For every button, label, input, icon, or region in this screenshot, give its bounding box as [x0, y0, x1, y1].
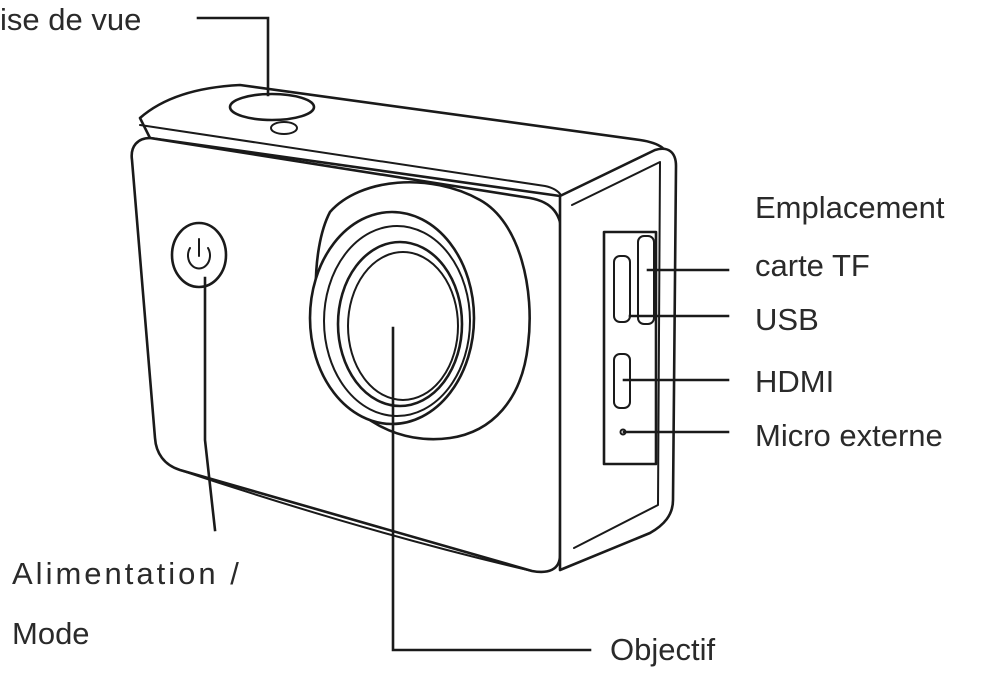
- label-power-mode-line2: Mode: [12, 616, 90, 651]
- power-icon: [187, 238, 211, 270]
- leader-lens: [391, 326, 592, 652]
- shutter-button: [228, 92, 316, 135]
- camera-bottom-edge: [179, 469, 533, 572]
- leader-lines: [196, 16, 730, 652]
- label-tf-slot-line2: carte TF: [755, 248, 870, 283]
- label-lens: Objectif: [610, 632, 715, 667]
- usb-port: [613, 255, 631, 323]
- tf-card-slot: [637, 235, 655, 325]
- power-button: [170, 221, 228, 289]
- lens-assembly: [308, 180, 531, 441]
- shutter-led: [270, 121, 298, 135]
- leader-power: [203, 276, 217, 532]
- lens-middle-ring: [323, 225, 471, 417]
- camera-side-inner-edge: [571, 161, 661, 549]
- labels: ise de vue Emplacement carte TF USB HDMI…: [0, 2, 945, 667]
- lens-inner-ring: [347, 251, 459, 401]
- label-power-mode-line1: Alimentation /: [12, 556, 242, 591]
- label-shutter: ise de vue: [0, 2, 141, 37]
- leader-shutter: [196, 16, 270, 97]
- label-external-mic: Micro externe: [755, 418, 943, 453]
- label-usb: USB: [755, 302, 819, 337]
- label-hdmi: HDMI: [755, 364, 834, 399]
- lens-glass: [336, 240, 464, 408]
- label-tf-slot-line1: Emplacement: [755, 190, 945, 225]
- side-ports: [602, 230, 658, 466]
- shutter-button-outer: [228, 92, 316, 122]
